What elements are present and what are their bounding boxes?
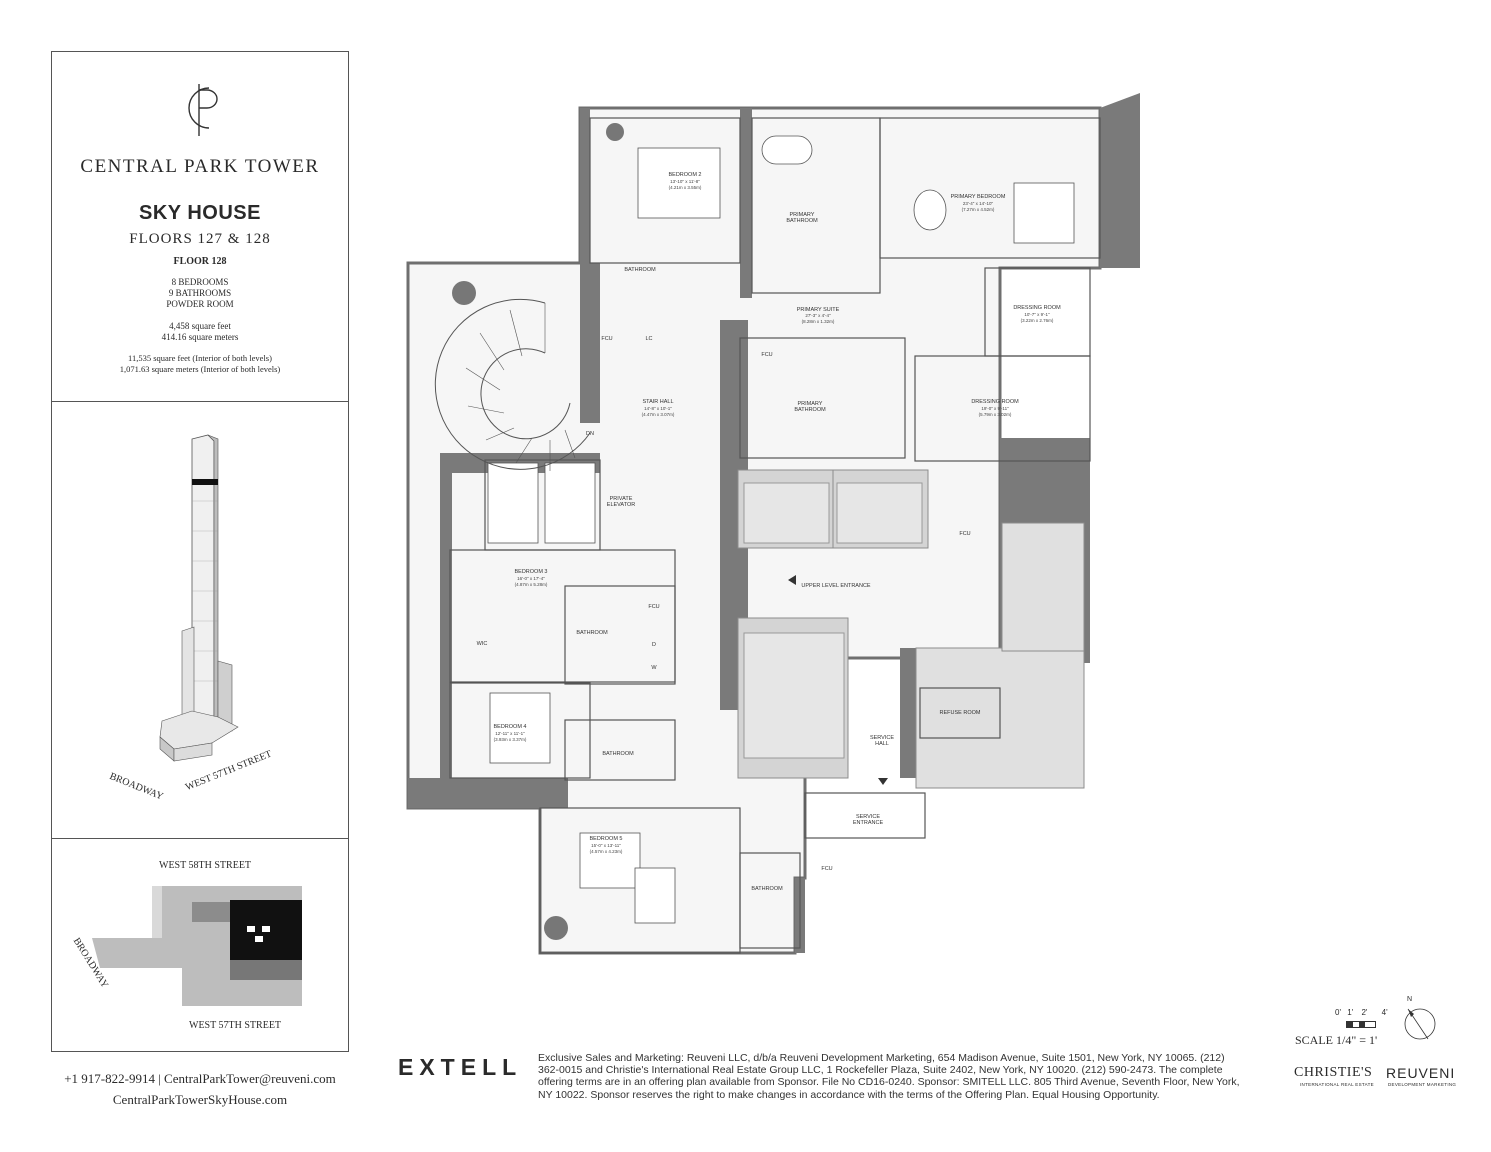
unit-bathrooms: 9 BATHROOMS xyxy=(168,288,232,298)
site-south-street: WEST 57TH STREET xyxy=(189,1020,282,1031)
floor-plan: BEDROOM 2 13'-10" x 11'-8" (4.21m x 3.55… xyxy=(406,93,1140,955)
contact-line[interactable]: +1 917-822-9914 | CentralParkTower@reuve… xyxy=(64,1071,336,1086)
svg-text:(4.21m x 3.55m): (4.21m x 3.55m) xyxy=(669,185,702,190)
unit-total-sqft: 11,535 square feet (Interior of both lev… xyxy=(128,353,272,363)
label-fcu-c: FCU xyxy=(959,531,970,537)
svg-text:(4.87m x 5.28m): (4.87m x 5.28m) xyxy=(515,582,548,587)
site-map xyxy=(92,886,302,1006)
svg-text:HALL: HALL xyxy=(875,741,889,747)
label-primary-suite: PRIMARY SUITE xyxy=(797,307,840,313)
label-private-elevator: PRIVATE xyxy=(610,496,633,502)
svg-text:10'-7" x 9'-1": 10'-7" x 9'-1" xyxy=(1024,312,1050,317)
label-dressing-1: DRESSING ROOM xyxy=(1013,305,1061,311)
unit-total-sqm: 1,071.63 square meters (Interior of both… xyxy=(119,364,281,374)
label-bedroom3: BEDROOM 3 xyxy=(514,569,547,575)
svg-text:27'-3" x 4'-4": 27'-3" x 4'-4" xyxy=(805,313,831,318)
svg-text:(8.28m x 1.32m): (8.28m x 1.32m) xyxy=(802,319,835,324)
label-bathroom-b: BATHROOM xyxy=(576,630,608,636)
service-arrow-icon xyxy=(878,778,888,785)
label-lc: LC xyxy=(645,336,652,342)
developer-logo: EXTELL xyxy=(398,1054,523,1080)
label-w: W xyxy=(651,665,657,671)
reuveni-sub: DEVELOPMENT MARKETING xyxy=(1388,1082,1457,1087)
unit-bedrooms: 8 BEDROOMS xyxy=(171,277,229,287)
unit-sqm: 414.16 square meters xyxy=(161,332,239,342)
site-map-panel: WEST 58TH STREET BROADWAY WEST 57TH STRE… xyxy=(51,838,349,1052)
entrance-arrow-icon xyxy=(788,575,796,585)
label-d: D xyxy=(652,642,656,648)
label-fcu-d: FCU xyxy=(648,604,659,610)
north-label: N xyxy=(1407,996,1413,1003)
svg-text:(7.27m x 4.52m): (7.27m x 4.52m) xyxy=(962,207,995,212)
christies-sub: INTERNATIONAL REAL ESTATE xyxy=(1300,1082,1374,1087)
label-bedroom5: BEDROOM 5 xyxy=(589,836,622,842)
tower-street-broadway: BROADWAY xyxy=(107,771,165,803)
unit-floors: FLOORS 127 & 128 xyxy=(129,231,271,247)
label-bathroom-c: BATHROOM xyxy=(602,751,634,757)
label-upper-entrance: UPPER LEVEL ENTRANCE xyxy=(801,583,871,589)
disclaimer-text: Exclusive Sales and Marketing: Reuveni L… xyxy=(538,1052,1240,1101)
svg-text:ELEVATOR: ELEVATOR xyxy=(607,502,635,508)
svg-text:14'-8" x 10'-1": 14'-8" x 10'-1" xyxy=(644,406,672,411)
label-service-entrance: SERVICE xyxy=(856,814,880,820)
cp-logo-icon xyxy=(188,84,218,136)
label-wic: WIC xyxy=(477,641,488,647)
svg-text:(4.47m x 3.07m): (4.47m x 3.07m) xyxy=(642,412,675,417)
svg-text:13'-10" x 11'-8": 13'-10" x 11'-8" xyxy=(670,179,700,184)
svg-text:19'-0" x 9'-11": 19'-0" x 9'-11" xyxy=(981,406,1009,411)
unit-sqft: 4,458 square feet xyxy=(169,321,231,331)
spiral-stair xyxy=(434,298,591,471)
north-compass-icon xyxy=(1404,1008,1436,1040)
reuveni-logo: REUVENI xyxy=(1386,1065,1456,1081)
fixtures xyxy=(452,123,1075,940)
label-bedroom2: BEDROOM 2 xyxy=(668,172,701,178)
svg-text:12'-11" x 11'-1": 12'-11" x 11'-1" xyxy=(495,731,525,736)
unit-floor: FLOOR 128 xyxy=(173,256,227,267)
svg-text:(3.93m x 3.37m): (3.93m x 3.37m) xyxy=(494,737,527,742)
svg-text:ENTRANCE: ENTRANCE xyxy=(853,820,884,826)
scale-ticks: 0' 1' 2' 4' xyxy=(1335,1008,1388,1017)
unit-powder: POWDER ROOM xyxy=(166,299,234,309)
info-panel: CENTRAL PARK TOWER SKY HOUSE FLOORS 127 … xyxy=(51,51,349,402)
label-primary-bedroom: PRIMARY BEDROOM xyxy=(951,194,1006,200)
label-refuse: REFUSE ROOM xyxy=(940,710,981,716)
tower-illustration xyxy=(159,434,239,762)
label-bedroom4: BEDROOM 4 xyxy=(493,724,526,730)
label-bathroom-d: BATHROOM xyxy=(751,886,783,892)
svg-text:(4.57m x 4.23m): (4.57m x 4.23m) xyxy=(590,849,623,854)
brand-name: CENTRAL PARK TOWER xyxy=(80,156,320,177)
svg-text:(3.22m x 2.76m): (3.22m x 2.76m) xyxy=(1021,318,1054,323)
scale-label: SCALE 1/4" = 1' xyxy=(1295,1033,1378,1047)
svg-text:16'-0" x 17'-4": 16'-0" x 17'-4" xyxy=(517,576,545,581)
label-primary-bath-mid: PRIMARY xyxy=(798,401,823,407)
room-labels: BEDROOM 2 13'-10" x 11'-8" (4.21m x 3.55… xyxy=(477,172,1061,892)
label-stair-hall: STAIR HALL xyxy=(642,399,673,405)
site-north-street: WEST 58TH STREET xyxy=(159,860,252,871)
svg-text:23'-4" x 14'-10": 23'-4" x 14'-10" xyxy=(963,201,994,206)
label-fcu-a: FCU xyxy=(601,336,612,342)
website-link[interactable]: CentralParkTowerSkyHouse.com xyxy=(112,1092,288,1107)
label-fcu-b: FCU xyxy=(761,352,772,358)
unit-title: SKY HOUSE xyxy=(139,202,261,224)
label-fcu-e: FCU xyxy=(821,866,832,872)
label-primary-bath-top: PRIMARY xyxy=(790,212,815,218)
label-service-hall: SERVICE xyxy=(870,735,894,741)
label-dressing-2: DRESSING ROOM xyxy=(971,399,1019,405)
svg-text:BATHROOM: BATHROOM xyxy=(794,407,826,413)
scale-bar xyxy=(1346,1021,1376,1028)
christies-logo: CHRISTIE'S xyxy=(1294,1065,1373,1080)
svg-text:BATHROOM: BATHROOM xyxy=(786,218,818,224)
label-dn: DN xyxy=(586,431,594,437)
svg-text:15'-0" x 13'-11": 15'-0" x 13'-11" xyxy=(591,843,621,848)
interior-partitions xyxy=(449,117,1101,954)
label-bathroom-a: BATHROOM xyxy=(624,267,656,273)
tower-panel: BROADWAY WEST 57TH STREET xyxy=(51,401,349,839)
svg-text:(5.79m x 3.02m): (5.79m x 3.02m) xyxy=(979,412,1012,417)
